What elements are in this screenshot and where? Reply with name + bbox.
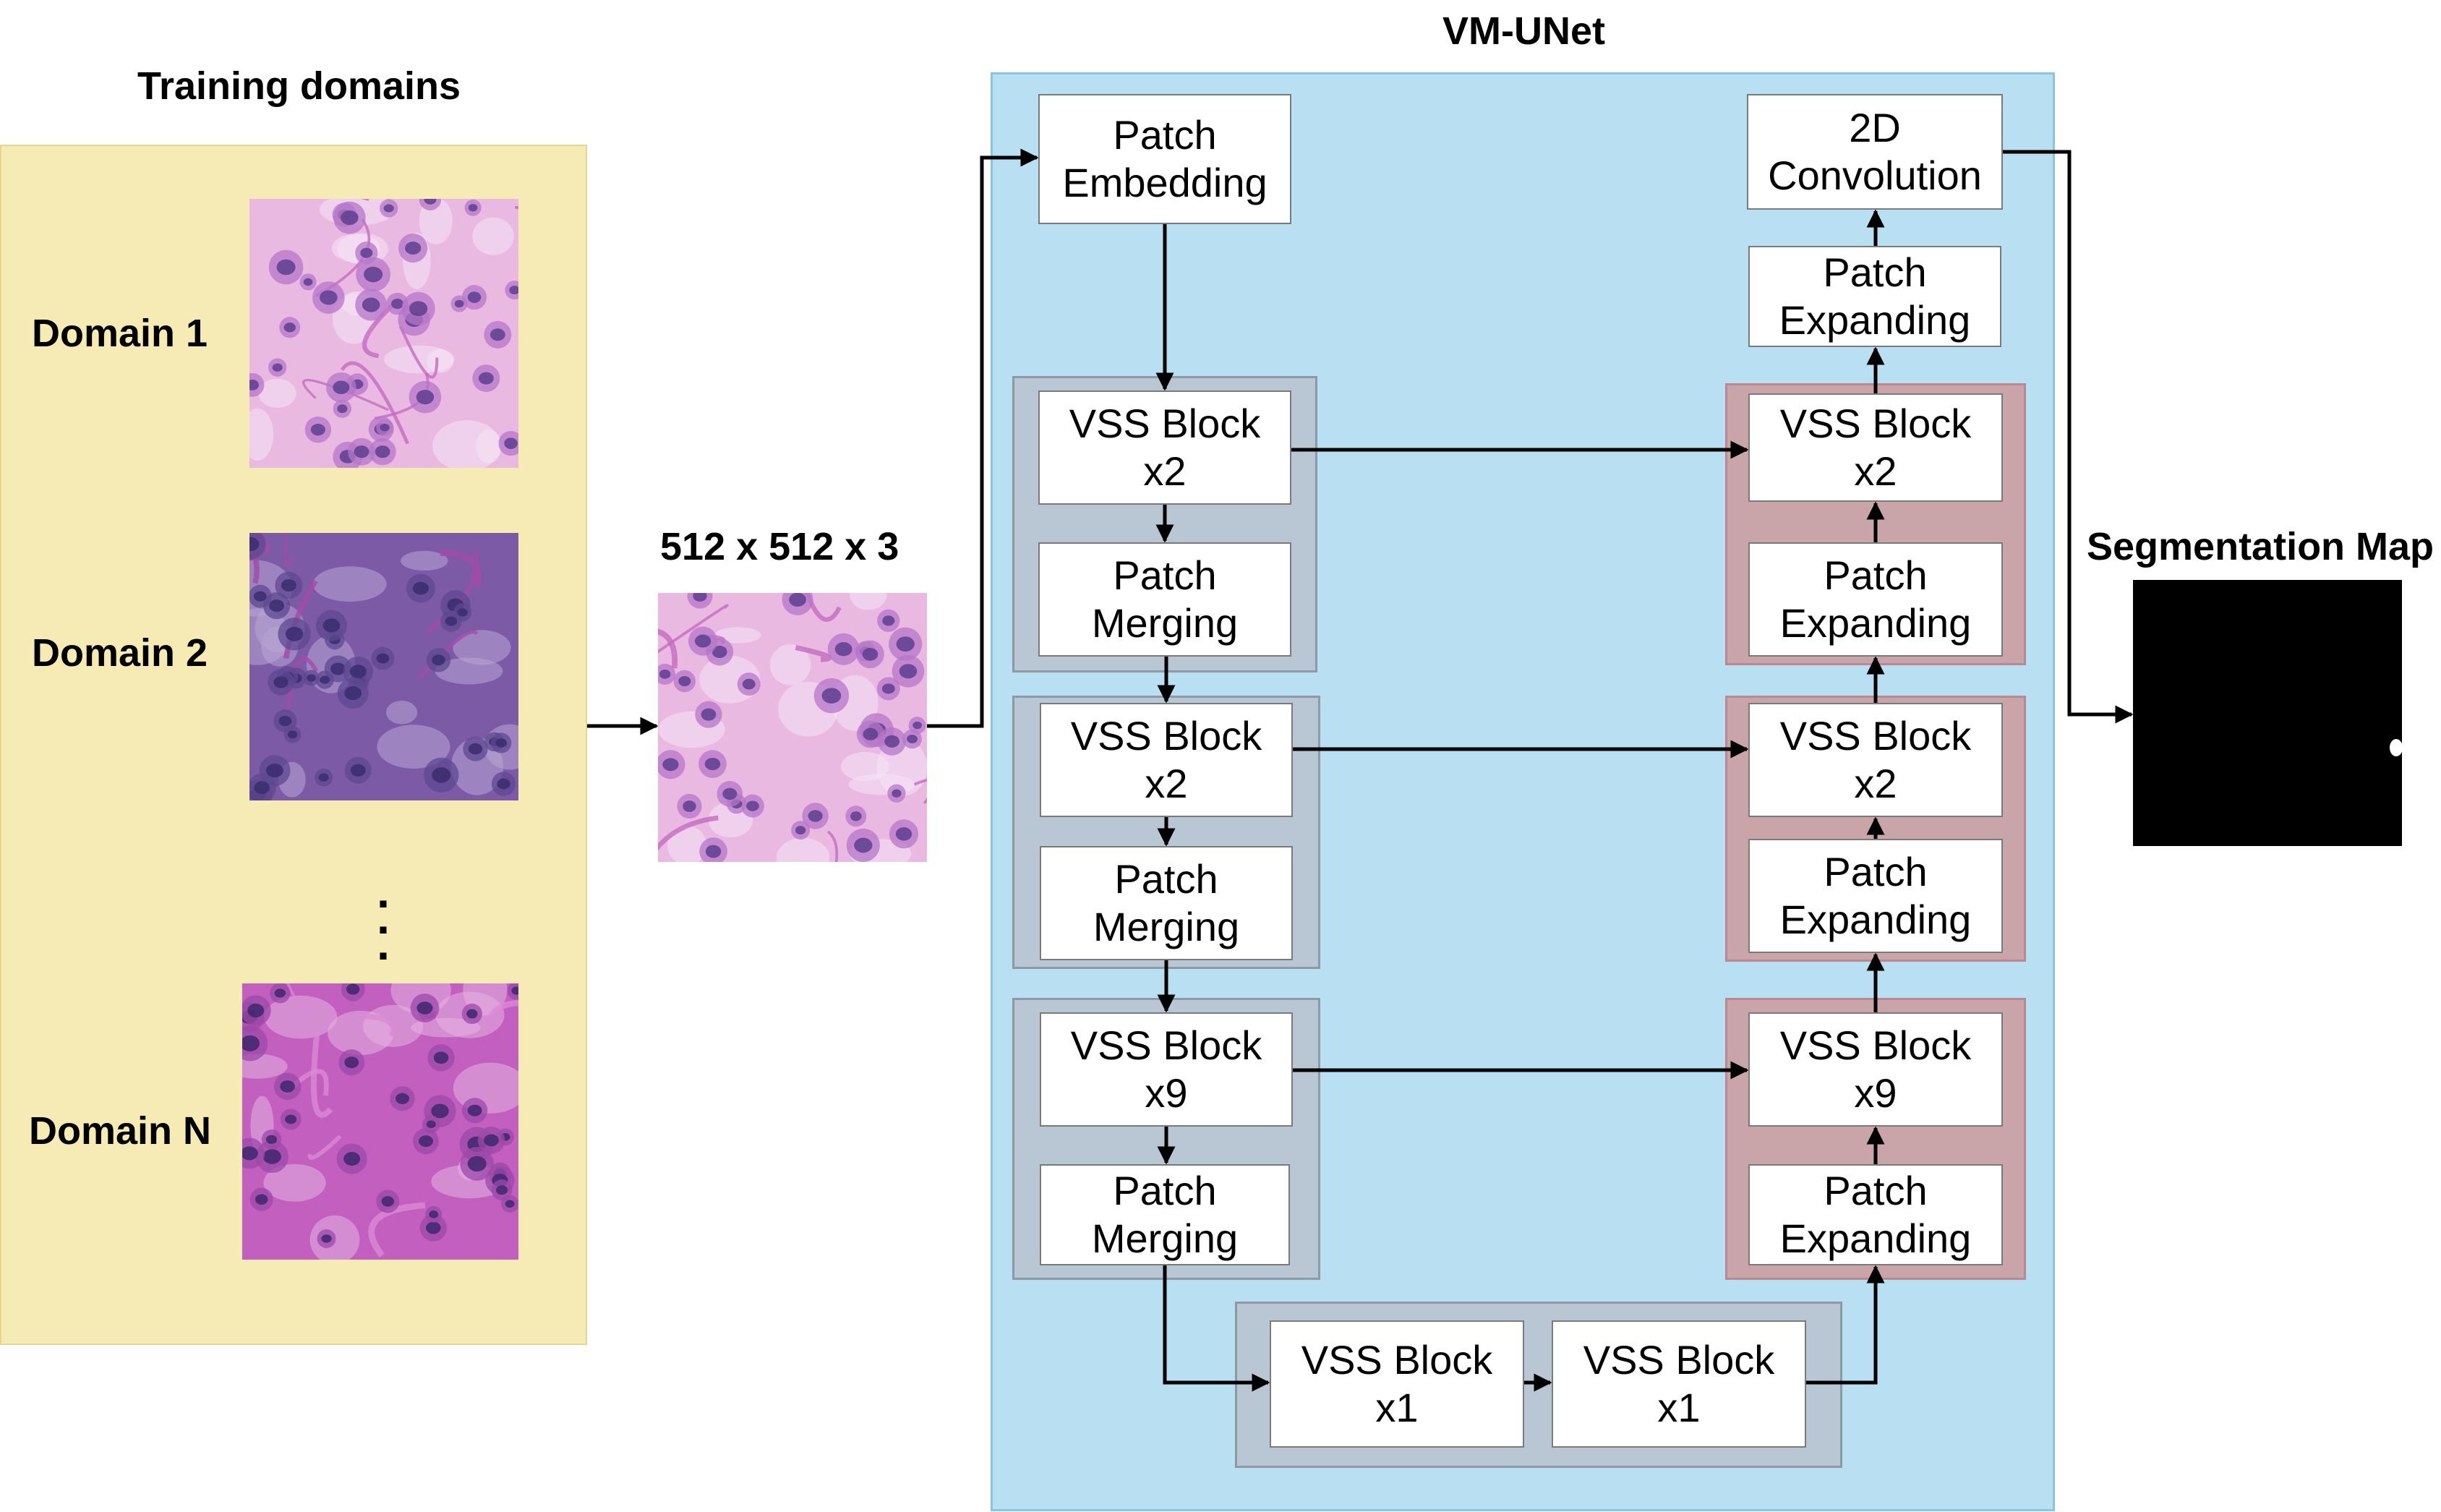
training-domains-title: Training domains xyxy=(137,64,461,108)
decoder-patch-expanding-3: Patch Expanding xyxy=(1748,1164,2003,1265)
final-patch-expanding-box: Patch Expanding xyxy=(1748,246,2001,347)
segmentation-blob xyxy=(2390,739,2402,756)
arrow-merge3-to-bottleneck xyxy=(1163,1265,1270,1392)
encoder-vss-block-3: VSS Block x9 xyxy=(1040,1012,1293,1127)
domain-n-image xyxy=(242,983,518,1260)
encoder-vss-block-1: VSS Block x2 xyxy=(1038,390,1291,505)
input-size-label: 512 x 512 x 3 xyxy=(660,525,899,568)
decoder-patch-expanding-2: Patch Expanding xyxy=(1748,839,2003,953)
vm-unet-title: VM-UNet xyxy=(1442,9,1605,53)
tissue-texture xyxy=(242,983,518,1260)
tissue-texture xyxy=(658,593,927,862)
segmentation-map-image xyxy=(2133,580,2402,846)
decoder-patch-expanding-1: Patch Expanding xyxy=(1748,542,2003,657)
domain-n-label: Domain N xyxy=(29,1109,212,1153)
arrow-input-to-embedding xyxy=(927,148,1039,728)
encoder-patch-merging-1: Patch Merging xyxy=(1038,542,1291,657)
final-conv-box: 2D Convolution xyxy=(1747,94,2003,210)
decoder-vss-block-2: VSS Block x2 xyxy=(1748,703,2003,817)
tissue-texture xyxy=(249,199,518,468)
domain-ellipsis: . . . xyxy=(377,866,390,970)
arrow-bottleneck-to-expand3 xyxy=(1806,1265,1885,1385)
domain-2-image xyxy=(249,533,518,800)
patch-embedding-box: Patch Embedding xyxy=(1038,94,1291,224)
bottleneck-vss-block-2: VSS Block x1 xyxy=(1552,1320,1806,1448)
domain-1-label: Domain 1 xyxy=(32,312,208,355)
input-image xyxy=(658,593,927,862)
arrow-conv-to-output xyxy=(2003,150,2134,724)
decoder-vss-block-1: VSS Block x2 xyxy=(1748,393,2003,502)
domain-2-label: Domain 2 xyxy=(32,631,208,675)
segmentation-map-title: Segmentation Map xyxy=(2087,525,2434,568)
encoder-patch-merging-3: Patch Merging xyxy=(1040,1164,1290,1265)
encoder-patch-merging-2: Patch Merging xyxy=(1040,846,1293,960)
encoder-vss-block-2: VSS Block x2 xyxy=(1040,703,1293,817)
decoder-vss-block-3: VSS Block x9 xyxy=(1748,1012,2003,1127)
tissue-texture xyxy=(249,533,518,800)
bottleneck-vss-block-1: VSS Block x1 xyxy=(1270,1320,1524,1448)
domain-1-image xyxy=(249,199,518,468)
